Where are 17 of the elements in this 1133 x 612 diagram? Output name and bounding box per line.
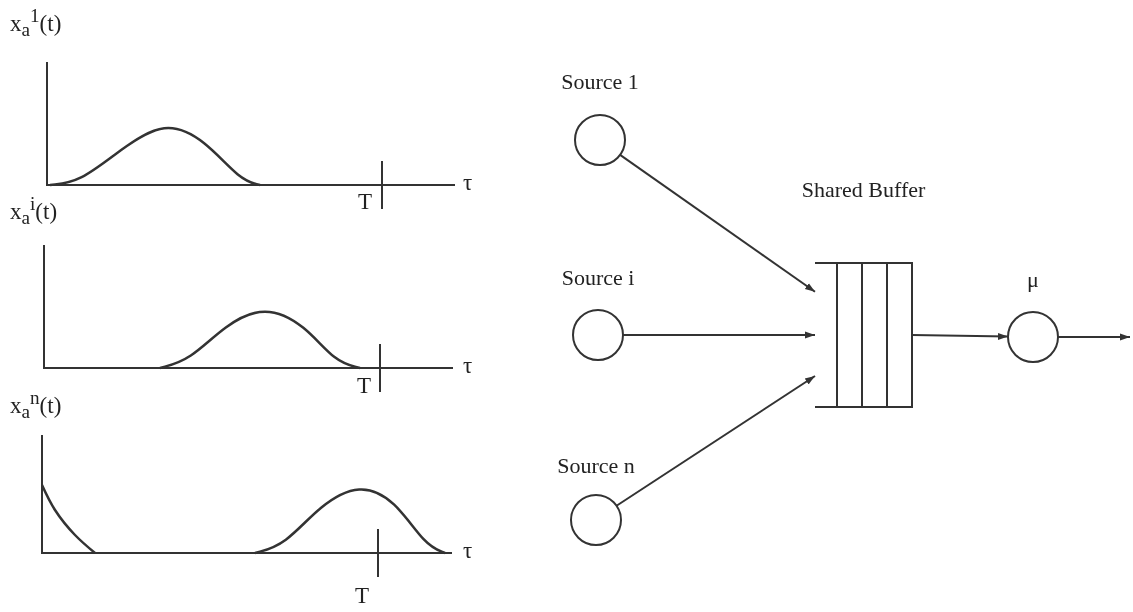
function-label: x$_{a}$$^{n}$(t): [10, 388, 62, 422]
node-label: Source n: [556, 454, 636, 479]
arrow: [615, 375, 816, 507]
axis-label: τ: [463, 539, 473, 562]
node-label: Shared Buffer: [800, 178, 927, 203]
arrow: [619, 153, 816, 293]
arrow: [911, 332, 1009, 340]
tick-label: T: [357, 374, 372, 397]
axis-label: τ: [463, 171, 473, 194]
node-label: Source i: [560, 266, 636, 291]
tick-label: T: [355, 584, 370, 607]
axis-label: τ: [463, 354, 473, 377]
node-label: Source 1: [560, 70, 640, 95]
node-label: μ: [1026, 268, 1040, 293]
function-label: x$_{a}$$^{i}$(t): [10, 194, 58, 228]
function-label: x$_{a}$$^{1}$(t): [10, 6, 62, 40]
tick-label: T: [358, 190, 373, 213]
